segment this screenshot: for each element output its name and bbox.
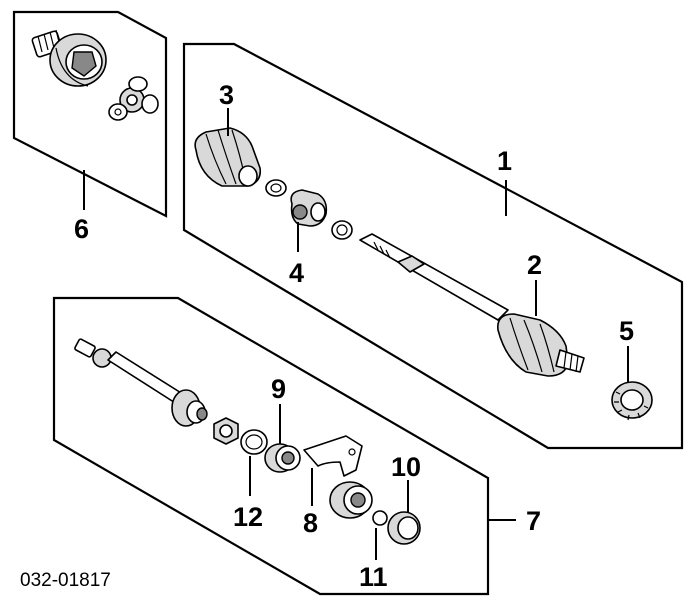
callout-2: 2 (527, 250, 542, 280)
callout-4: 4 (289, 258, 304, 288)
panel-6-group (12, 10, 168, 218)
part-6-tripod-spider (108, 76, 159, 121)
callout-11: 11 (359, 562, 388, 592)
part-5-tone-ring (611, 381, 653, 421)
part-intermediate-shaft (74, 338, 208, 427)
part-shaft-nut (213, 417, 239, 445)
part-10-seal (387, 511, 421, 545)
callout-10: 10 (391, 452, 421, 482)
part-4-inboard-joint (290, 189, 328, 227)
part-boot-clip (265, 179, 287, 197)
part-6-joint-housing (31, 29, 107, 87)
callout-12: 12 (233, 502, 263, 532)
part-2-outboard-boot (497, 313, 585, 377)
callout-6: 6 (74, 214, 89, 244)
callout-7: 7 (526, 506, 541, 536)
part-drive-shaft (359, 233, 509, 321)
part-12-snap-ring (240, 429, 268, 455)
part-3-inboard-boot (194, 127, 262, 187)
callout-9: 9 (271, 374, 286, 404)
callout-8: 8 (303, 508, 318, 538)
part-shaft-clip (331, 220, 353, 240)
part-9-bearing (264, 443, 301, 473)
panel-7-group (52, 296, 516, 596)
part-8-bearing-support (303, 435, 373, 519)
callout-5: 5 (619, 316, 634, 346)
callout-3: 3 (219, 80, 234, 110)
figure-code: 032-01817 (20, 570, 111, 591)
panel-1-group (182, 42, 684, 450)
part-11-clip (372, 510, 388, 526)
callout-1: 1 (497, 146, 512, 176)
